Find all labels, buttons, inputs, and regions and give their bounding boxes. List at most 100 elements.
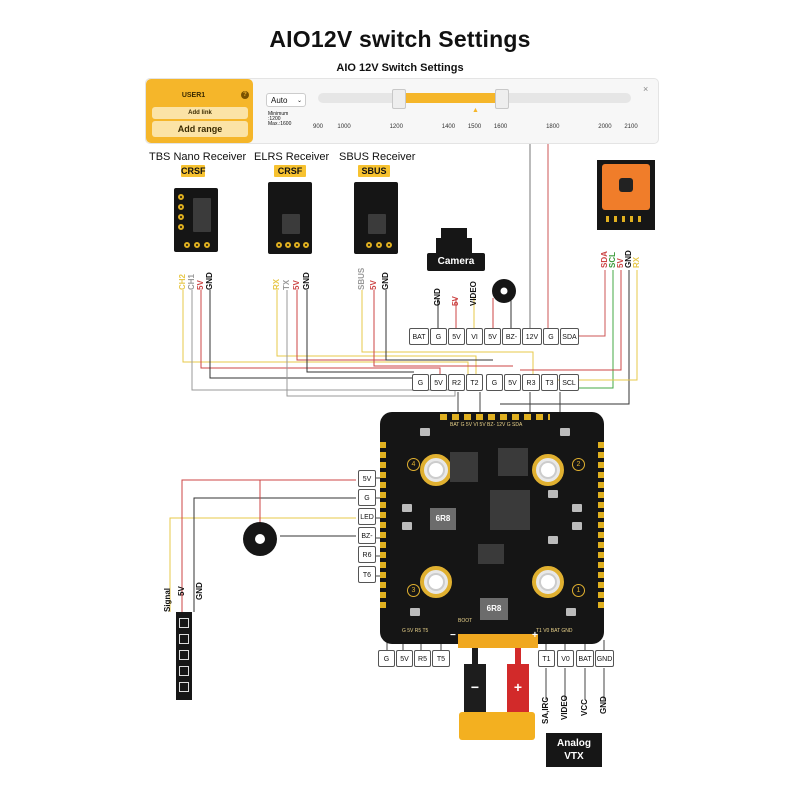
mount-hole — [532, 566, 564, 598]
range-min-handle[interactable] — [392, 89, 406, 109]
vtx-label-line2: VTX — [564, 751, 584, 762]
minimum-value: :1200 — [268, 116, 281, 122]
minus-sign: − — [450, 630, 456, 641]
pin-label: VCC — [580, 699, 589, 716]
pin-label: GND — [302, 272, 311, 290]
pin-box: GND — [595, 650, 614, 667]
pin-box: G — [412, 374, 429, 391]
inductor-2: 6R8 — [480, 598, 508, 620]
pin-box: V0 — [557, 650, 574, 667]
pin-box: T6 — [358, 566, 376, 583]
minimum-label: Minimum — [268, 111, 289, 117]
motor-number: 3 — [407, 584, 420, 597]
pin-label: TX — [282, 279, 291, 290]
regulator-chip — [478, 544, 504, 564]
pin-box: BZ- — [502, 328, 521, 345]
elrs-receiver-board — [268, 182, 312, 254]
mode-select[interactable]: Auto⌄ — [266, 93, 306, 107]
pin-box: G — [543, 328, 559, 345]
battery-positive-lead: + — [507, 664, 529, 714]
positive-pad — [498, 634, 538, 648]
pin-box: T3 — [541, 374, 558, 391]
current-value-marker: ▲ — [472, 107, 479, 114]
motor-number: 1 — [572, 584, 585, 597]
scale-tick-label: 2000 — [598, 124, 612, 130]
add-range-button[interactable]: Add range — [152, 121, 248, 137]
pin-box: T5 — [432, 650, 450, 667]
sbus-5v-wire — [373, 290, 513, 367]
chevron-down-icon: ⌄ — [296, 98, 302, 104]
pin-label: 5V — [196, 280, 205, 290]
pin-box: SDA — [560, 328, 579, 345]
pin-label: GND — [599, 696, 608, 714]
xt60-connector — [459, 712, 535, 740]
board-bottom-right-silkscreen: T1 V0 BAT GND — [536, 628, 573, 634]
pin-label: VIDEO — [469, 281, 478, 306]
sbus-receiver-title: SBUS Receiver — [339, 151, 416, 163]
pin-label: VIDEO — [560, 695, 569, 720]
scale-tick-label: 1800 — [546, 124, 560, 130]
pin-box: 5V — [448, 328, 465, 345]
pin-box: T1 — [538, 650, 555, 667]
tbs-protocol-badge: CRSF — [181, 165, 206, 177]
tbs-5v-wire — [200, 290, 441, 374]
user-card: USER1 ? Add link Add range — [146, 79, 253, 143]
pin-label: CH1 — [187, 273, 196, 290]
negative-pad — [458, 634, 498, 648]
pin-box: G — [430, 328, 447, 345]
scale-tick-label: 1400 — [441, 124, 456, 130]
scale-tick-label: 2100 — [624, 124, 638, 130]
scale-tick-label: 900 — [312, 124, 324, 130]
led-strip — [176, 612, 192, 700]
analog-vtx: Analog VTX — [546, 733, 602, 767]
pin-box: 5V — [430, 374, 447, 391]
tbs-gnd-wire — [209, 290, 421, 379]
pin-label: CH2 — [178, 273, 187, 290]
pin-label: GND — [205, 272, 214, 290]
scale-tick-label: 1600 — [493, 124, 508, 130]
tbs-ch2-wire — [182, 290, 469, 374]
mount-hole — [420, 566, 452, 598]
pin-box: BAT — [409, 328, 429, 345]
sbus-gnd-wire — [385, 290, 493, 361]
pin-box: R3 — [522, 374, 540, 391]
pin-label: SA,IRC — [541, 696, 550, 724]
scale-tick-label: 1000 — [337, 124, 351, 130]
osd-chip — [450, 452, 478, 482]
pin-box: G — [358, 489, 376, 506]
elrs-5v-wire — [296, 290, 436, 361]
pin-label: 5V — [177, 586, 186, 596]
pin-box: BZ- — [358, 527, 376, 544]
plus-sign: + — [532, 630, 538, 641]
elrs-protocol-badge: CRSF — [274, 165, 306, 177]
elrs-receiver-title: ELRS Receiver — [254, 151, 330, 163]
motor-number: 4 — [407, 458, 420, 471]
motor-number: 2 — [572, 458, 585, 471]
tbs-receiver-title: TBS Nano Receiver — [149, 151, 247, 163]
pin-box: 5V — [484, 328, 501, 345]
main-title: AIO12V switch Settings — [269, 26, 531, 52]
pin-label: Signal — [163, 587, 172, 612]
pin-label: GND — [195, 582, 204, 600]
pin-box: G — [378, 650, 395, 667]
range-max-handle[interactable] — [495, 89, 509, 109]
pin-label: SBUS — [357, 267, 366, 290]
pin-label: GND — [381, 272, 390, 290]
elrs-gnd-wire — [306, 290, 414, 373]
pin-box: R5 — [414, 650, 431, 667]
pin-label: 5V — [292, 280, 301, 290]
pin-box: SCL — [559, 374, 579, 391]
gyro-chip — [498, 448, 528, 476]
battery-negative-lead: − — [464, 664, 486, 714]
gps-module — [597, 160, 655, 230]
elrs-rx-wire — [276, 290, 477, 374]
pin-box: 5V — [358, 470, 376, 487]
pin-box: 5V — [504, 374, 521, 391]
add-link-button[interactable]: Add link — [152, 107, 248, 119]
mount-hole — [532, 454, 564, 486]
help-icon[interactable]: ? — [241, 91, 249, 99]
close-icon[interactable]: × — [643, 84, 649, 94]
pin-box: G — [486, 374, 503, 391]
pin-box: 5V — [396, 650, 413, 667]
boot-label: BOOT — [458, 618, 473, 624]
